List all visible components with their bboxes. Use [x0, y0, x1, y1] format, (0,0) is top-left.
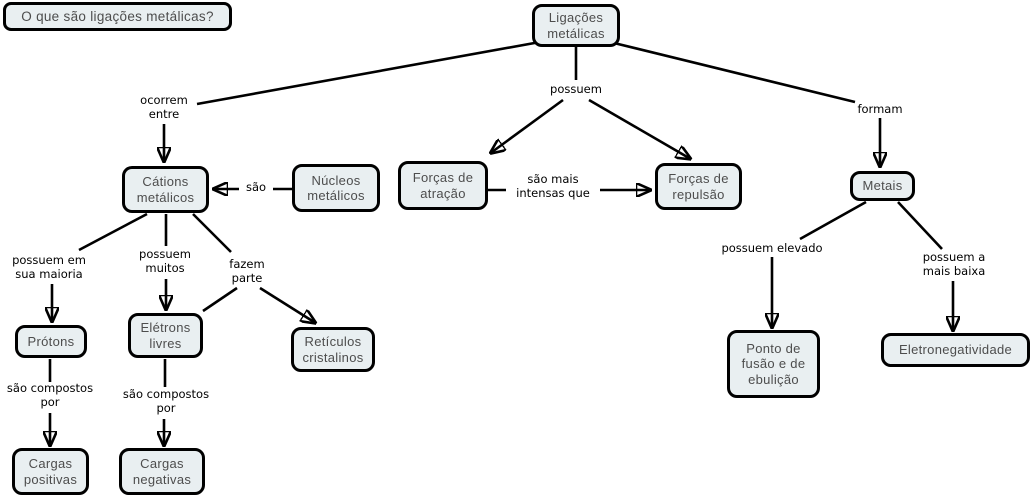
- node-eletronegatividade[interactable]: Eletronegatividade: [881, 333, 1030, 367]
- node-ponto-fusao-ebulicao[interactable]: Ponto de fusão e de ebulição: [727, 330, 820, 398]
- node-cargas-positivas[interactable]: Cargas positivas: [12, 448, 89, 495]
- edge-label-fazem-parte[interactable]: fazem parte: [229, 257, 265, 285]
- connector-possuem-to-forcas-repulsao: [588, 98, 689, 158]
- node-nucleos-metalicos[interactable]: Núcleos metálicos: [292, 164, 380, 212]
- edge-label-possuem-a-mais-baixa[interactable]: possuem a mais baixa: [922, 250, 986, 278]
- edge-label-possuem[interactable]: possuem: [550, 82, 602, 96]
- edge-label-sao-mais-intensas-que[interactable]: são mais intensas que: [506, 172, 600, 202]
- connector-cations-to-fazem-parte: [192, 213, 232, 253]
- node-forcas-de-atracao[interactable]: Forças de atração: [398, 161, 488, 210]
- connector-cations-to-possuem-em-sua-maioria: [78, 212, 148, 252]
- node-forcas-de-repulsao[interactable]: Forças de repulsão: [655, 163, 742, 210]
- edge-label-sao[interactable]: são: [239, 180, 273, 196]
- connector-ligacoes-to-formam: [613, 41, 856, 104]
- connector-metais-to-possuem-elevado: [799, 200, 867, 241]
- edge-label-sao-compostos-por-1[interactable]: são compostos por: [6, 381, 94, 409]
- edge-label-formam[interactable]: formam: [857, 102, 903, 116]
- node-metais[interactable]: Metais: [850, 171, 915, 201]
- node-eletrons-livres[interactable]: Elétrons livres: [128, 313, 203, 358]
- node-cations-metalicos[interactable]: Cátions metálicos: [122, 166, 209, 213]
- edge-label-sao-compostos-por-2[interactable]: são compostos por: [122, 387, 210, 415]
- node-reticulos-cristalinos[interactable]: Retículos cristalinos: [291, 327, 375, 372]
- node-ligacoes-metalicas[interactable]: Ligações metálicas: [532, 4, 620, 47]
- edge-label-possuem-em-sua-maioria[interactable]: possuem em sua maioria: [12, 253, 86, 281]
- edge-label-ocorrem-entre[interactable]: ocorrem entre: [140, 93, 188, 121]
- edge-label-possuem-elevado[interactable]: possuem elevado: [721, 241, 823, 255]
- connector-fazem-parte-to-eletrons: [202, 286, 238, 313]
- edge-label-possuem-muitos[interactable]: possuem muitos: [139, 247, 191, 275]
- node-protons[interactable]: Prótons: [15, 325, 87, 358]
- connector-ligacoes-to-ocorrem-entre: [196, 40, 541, 106]
- node-cargas-negativas[interactable]: Cargas negativas: [119, 448, 205, 495]
- connector-fazem-parte-to-reticulos: [259, 286, 314, 322]
- connector-metais-to-possuem-a-mais-baixa: [897, 201, 943, 250]
- node-question[interactable]: O que são ligações metálicas?: [3, 2, 232, 31]
- connector-possuem-to-forcas-atracao: [492, 98, 564, 152]
